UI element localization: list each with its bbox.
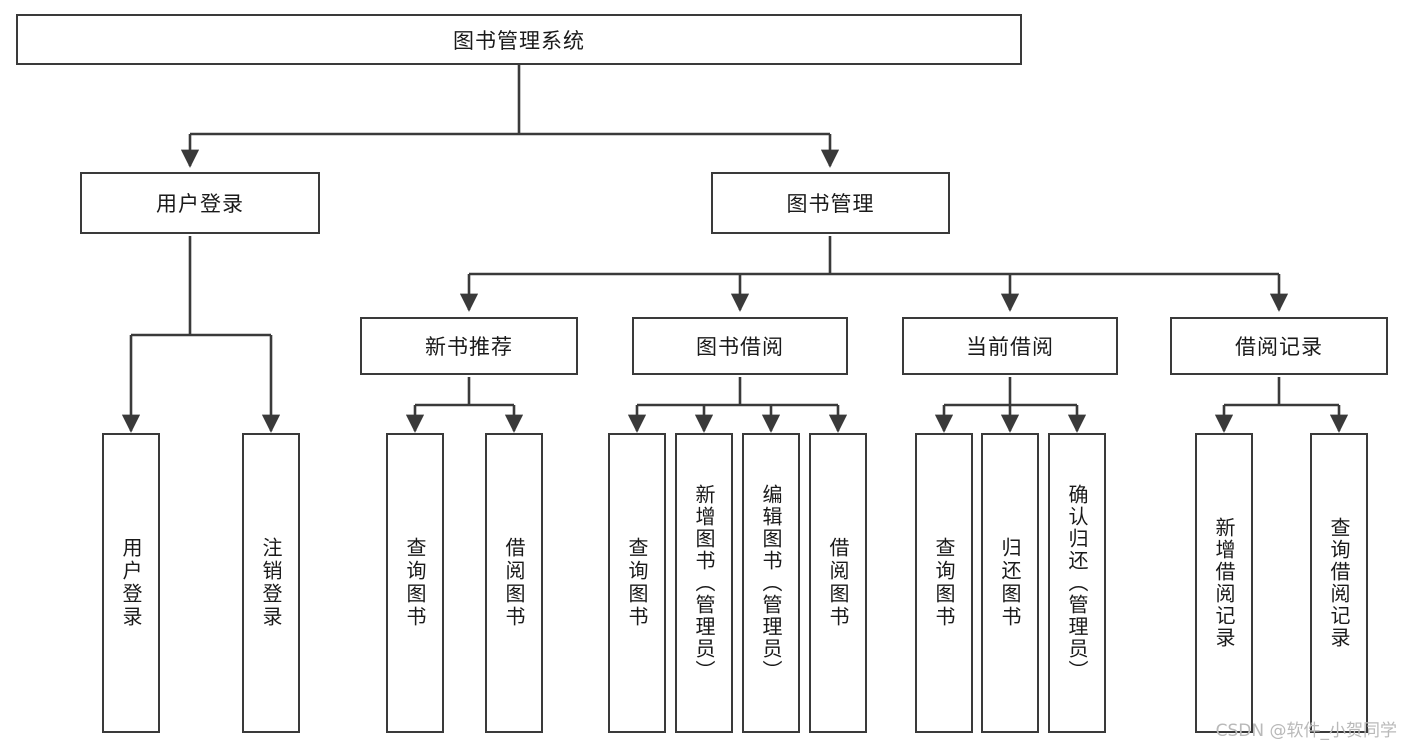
node-borrow-records[interactable]: 借阅记录 <box>1170 317 1388 375</box>
node-label: 新增图书（管理员） <box>692 484 716 682</box>
leaf-query-borrow-record[interactable]: 查询借阅记录 <box>1310 433 1368 733</box>
node-label: 图书借阅 <box>696 335 784 359</box>
node-label: 用户登录 <box>156 192 244 216</box>
leaf-add-book-admin[interactable]: 新增图书（管理员） <box>675 433 733 733</box>
node-label: 新书推荐 <box>425 335 513 359</box>
leaf-query-books-current[interactable]: 查询图书 <box>915 433 973 733</box>
node-label: 图书管理系统 <box>453 28 585 53</box>
node-root-system[interactable]: 图书管理系统 <box>16 14 1022 65</box>
node-label: 借阅图书 <box>502 537 526 629</box>
node-label: 借阅记录 <box>1235 335 1323 359</box>
node-label: 新增借阅记录 <box>1212 517 1236 649</box>
leaf-confirm-return-admin[interactable]: 确认归还（管理员） <box>1048 433 1106 733</box>
node-book-management[interactable]: 图书管理 <box>711 172 950 234</box>
node-current-borrow[interactable]: 当前借阅 <box>902 317 1118 375</box>
leaf-borrow-books[interactable]: 借阅图书 <box>809 433 867 733</box>
node-label: 确认归还（管理员） <box>1065 484 1089 682</box>
node-label: 查询图书 <box>403 537 427 629</box>
node-label: 注销登录 <box>259 537 283 629</box>
node-label: 编辑图书（管理员） <box>759 484 783 682</box>
leaf-add-borrow-record[interactable]: 新增借阅记录 <box>1195 433 1253 733</box>
leaf-logout-login[interactable]: 注销登录 <box>242 433 300 733</box>
node-label: 查询图书 <box>625 537 649 629</box>
leaf-return-books[interactable]: 归还图书 <box>981 433 1039 733</box>
node-new-book-recommend[interactable]: 新书推荐 <box>360 317 578 375</box>
leaf-user-login[interactable]: 用户登录 <box>102 433 160 733</box>
watermark-text: CSDN @软件_小贺同学 <box>1215 721 1397 741</box>
node-label: 查询图书 <box>932 537 956 629</box>
leaf-query-books-recommend[interactable]: 查询图书 <box>386 433 444 733</box>
node-user-login[interactable]: 用户登录 <box>80 172 320 234</box>
leaf-borrow-books-recommend[interactable]: 借阅图书 <box>485 433 543 733</box>
node-label: 图书管理 <box>786 192 875 216</box>
node-label: 当前借阅 <box>966 335 1054 359</box>
node-label: 借阅图书 <box>826 537 850 629</box>
leaf-query-books-borrow[interactable]: 查询图书 <box>608 433 666 733</box>
node-label: 归还图书 <box>998 537 1022 629</box>
node-label: 用户登录 <box>119 537 143 629</box>
node-label: 查询借阅记录 <box>1327 517 1351 649</box>
leaf-edit-book-admin[interactable]: 编辑图书（管理员） <box>742 433 800 733</box>
node-book-borrow[interactable]: 图书借阅 <box>632 317 848 375</box>
